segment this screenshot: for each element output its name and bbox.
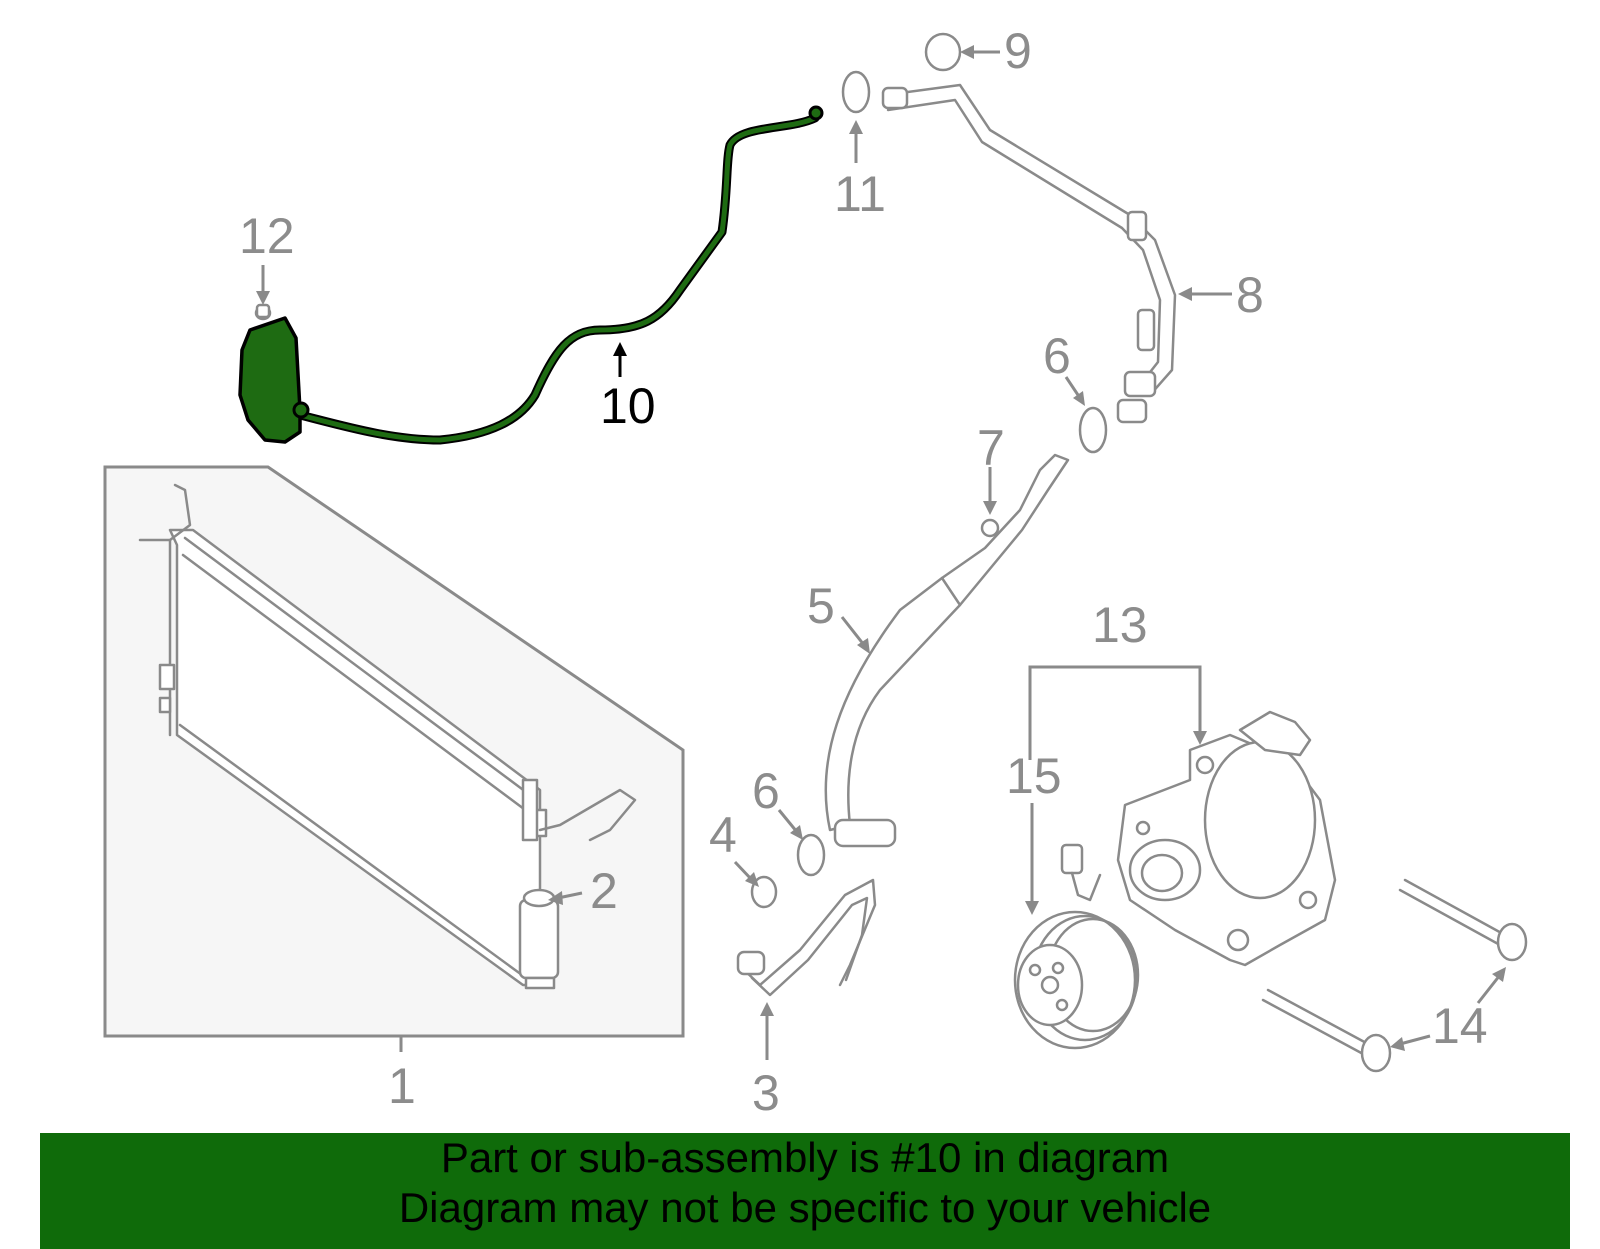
pipe-8[interactable] bbox=[881, 83, 1177, 424]
callout-13: 13 bbox=[1092, 597, 1148, 653]
leader-13 bbox=[1028, 665, 1202, 760]
callout-14: 14 bbox=[1432, 998, 1488, 1054]
o-ring-11[interactable] bbox=[841, 70, 871, 114]
arrow-14-lower bbox=[1390, 1037, 1405, 1051]
leader-14-lower bbox=[1399, 1034, 1431, 1046]
compressor-13[interactable] bbox=[1116, 710, 1337, 967]
callout-5: 5 bbox=[807, 578, 835, 634]
arrow-11 bbox=[849, 120, 863, 134]
o-ring-6-lower[interactable] bbox=[796, 833, 826, 877]
arrow-8 bbox=[1178, 287, 1192, 301]
banner-line-2: Diagram may not be specific to your vehi… bbox=[398, 1184, 1212, 1231]
o-ring-9[interactable] bbox=[924, 32, 962, 72]
arrow-13 bbox=[1193, 731, 1207, 745]
arrow-6a bbox=[1073, 391, 1085, 406]
callout-7: 7 bbox=[977, 420, 1005, 476]
callout-2: 2 bbox=[590, 863, 618, 919]
arrow-14-upper bbox=[1492, 967, 1506, 982]
arrow-15 bbox=[1025, 901, 1039, 915]
valve-cap-12[interactable] bbox=[255, 303, 271, 319]
banner-line-1: Part or sub-assembly is #10 in diagram bbox=[440, 1134, 1170, 1181]
hose-5[interactable] bbox=[824, 453, 1070, 848]
callout-9: 9 bbox=[1004, 23, 1032, 79]
pipe-3[interactable] bbox=[736, 878, 877, 997]
callout-4: 4 bbox=[709, 807, 737, 863]
arrow-7 bbox=[983, 501, 997, 515]
parts-diagram: 1 2 3 4 5 6 6 7 8 9 10 11 12 13 14 15 bbox=[103, 23, 1528, 1121]
callout-3: 3 bbox=[752, 1065, 780, 1121]
arrow-5 bbox=[857, 638, 870, 654]
leader-5 bbox=[840, 616, 866, 646]
arrow-6b bbox=[790, 825, 803, 840]
callout-11: 11 bbox=[834, 166, 886, 222]
o-ring-6-upper[interactable] bbox=[1078, 406, 1108, 454]
arrow-9 bbox=[960, 45, 974, 59]
callout-12: 12 bbox=[239, 208, 295, 264]
bolt-14-lower[interactable] bbox=[1261, 988, 1392, 1073]
callout-6-upper: 6 bbox=[1043, 328, 1071, 384]
pipe-10-highlighted[interactable] bbox=[238, 105, 824, 445]
arrow-10 bbox=[613, 342, 627, 356]
bolt-14-upper[interactable] bbox=[1398, 878, 1528, 962]
arrow-3 bbox=[760, 1002, 774, 1016]
arrow-4 bbox=[745, 872, 759, 887]
callout-10: 10 bbox=[600, 378, 656, 434]
callout-1: 1 bbox=[388, 1058, 416, 1114]
o-ring-4[interactable] bbox=[750, 875, 778, 909]
callout-6-lower: 6 bbox=[752, 763, 780, 819]
receiver-drier[interactable] bbox=[518, 888, 560, 990]
leader-6b bbox=[777, 809, 799, 833]
leader-14-upper bbox=[1476, 974, 1502, 1004]
arrow-2 bbox=[548, 891, 563, 905]
arrow-12 bbox=[256, 291, 270, 305]
condenser[interactable] bbox=[138, 483, 637, 987]
leader-6a bbox=[1064, 376, 1082, 399]
callout-8: 8 bbox=[1236, 267, 1264, 323]
info-banner: Part or sub-assembly is #10 in diagram D… bbox=[40, 1133, 1570, 1249]
clutch-pulley-15[interactable] bbox=[1013, 843, 1140, 1050]
callout-15: 15 bbox=[1006, 748, 1062, 804]
